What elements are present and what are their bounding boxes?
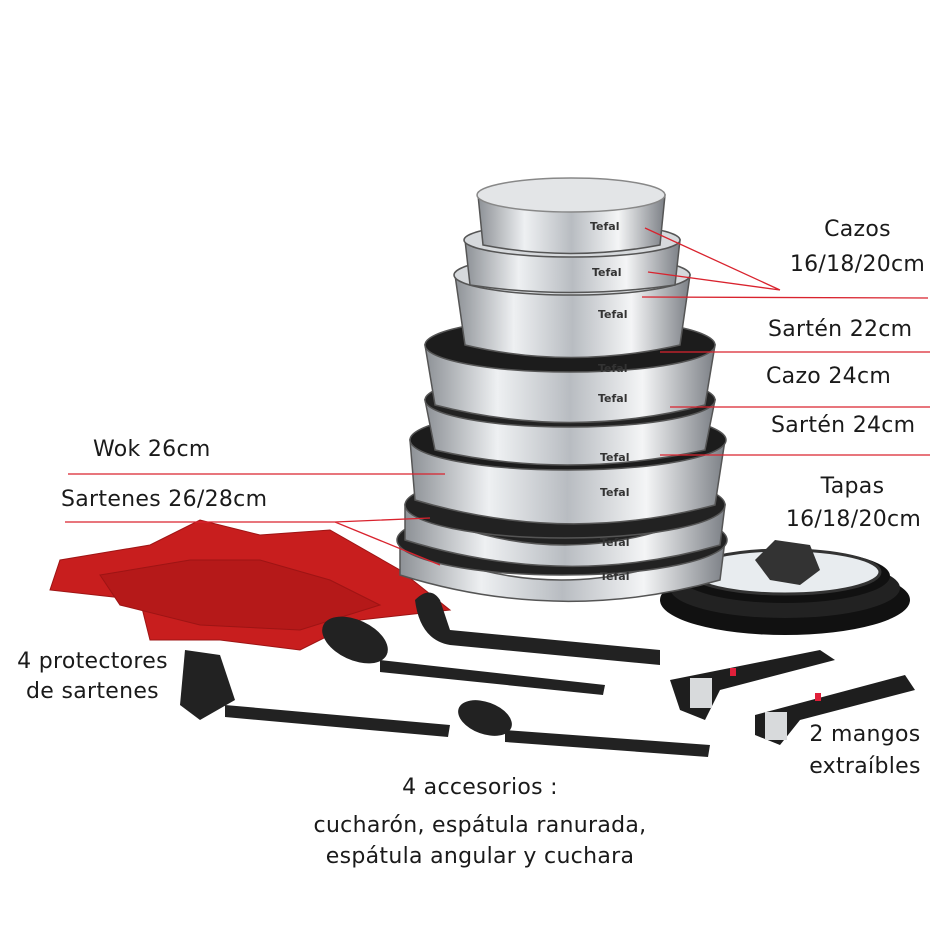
svg-text:Tefal: Tefal — [592, 266, 621, 279]
label-mangos-1: 2 mangos — [809, 722, 921, 747]
svg-text:Tefal: Tefal — [600, 536, 629, 549]
ladle-icon — [415, 592, 660, 665]
label-accesorios-3: espátula angular y cuchara — [325, 844, 635, 869]
label-sarten-24: Sartén 24cm — [771, 413, 916, 438]
slotted-spoon-icon — [322, 616, 388, 664]
label-protectores-2: de sartenes — [26, 679, 159, 704]
label-cazos-title: Cazos — [824, 217, 891, 242]
label-tapas-sizes: 16/18/20cm — [785, 507, 922, 532]
label-protectores-1: 4 protectores — [17, 649, 168, 674]
cookware-stack — [396, 177, 728, 603]
svg-text:Tefal: Tefal — [600, 486, 629, 499]
spoon-icon — [458, 700, 512, 736]
lids — [660, 540, 910, 635]
svg-text:Tefal: Tefal — [598, 362, 627, 375]
leader-lines — [65, 227, 930, 566]
lid-knob-icon — [755, 540, 820, 585]
svg-text:Tefal: Tefal — [600, 570, 629, 583]
svg-text:Tefal: Tefal — [598, 308, 627, 321]
label-accesorios-1: 4 accesorios : — [402, 775, 558, 800]
label-sarten-22: Sartén 22cm — [768, 317, 913, 342]
label-cazo-24: Cazo 24cm — [766, 364, 892, 389]
label-sartenes: Sartenes 26/28cm — [61, 487, 268, 512]
removable-handles — [670, 650, 915, 745]
label-accesorios-2: cucharón, espátula ranurada, — [313, 813, 647, 838]
label-mangos-2: extraíbles — [809, 754, 921, 779]
label-cazos-sizes: 16/18/20cm — [789, 252, 926, 277]
svg-text:Tefal: Tefal — [600, 451, 629, 464]
utensils — [180, 592, 710, 757]
label-tapas-title: Tapas — [820, 474, 885, 499]
svg-text:Tefal: Tefal — [590, 220, 619, 233]
svg-text:Tefal: Tefal — [598, 392, 627, 405]
spatula-icon — [180, 650, 235, 720]
label-wok: Wok 26cm — [93, 437, 211, 462]
pan-protectors — [49, 519, 452, 651]
